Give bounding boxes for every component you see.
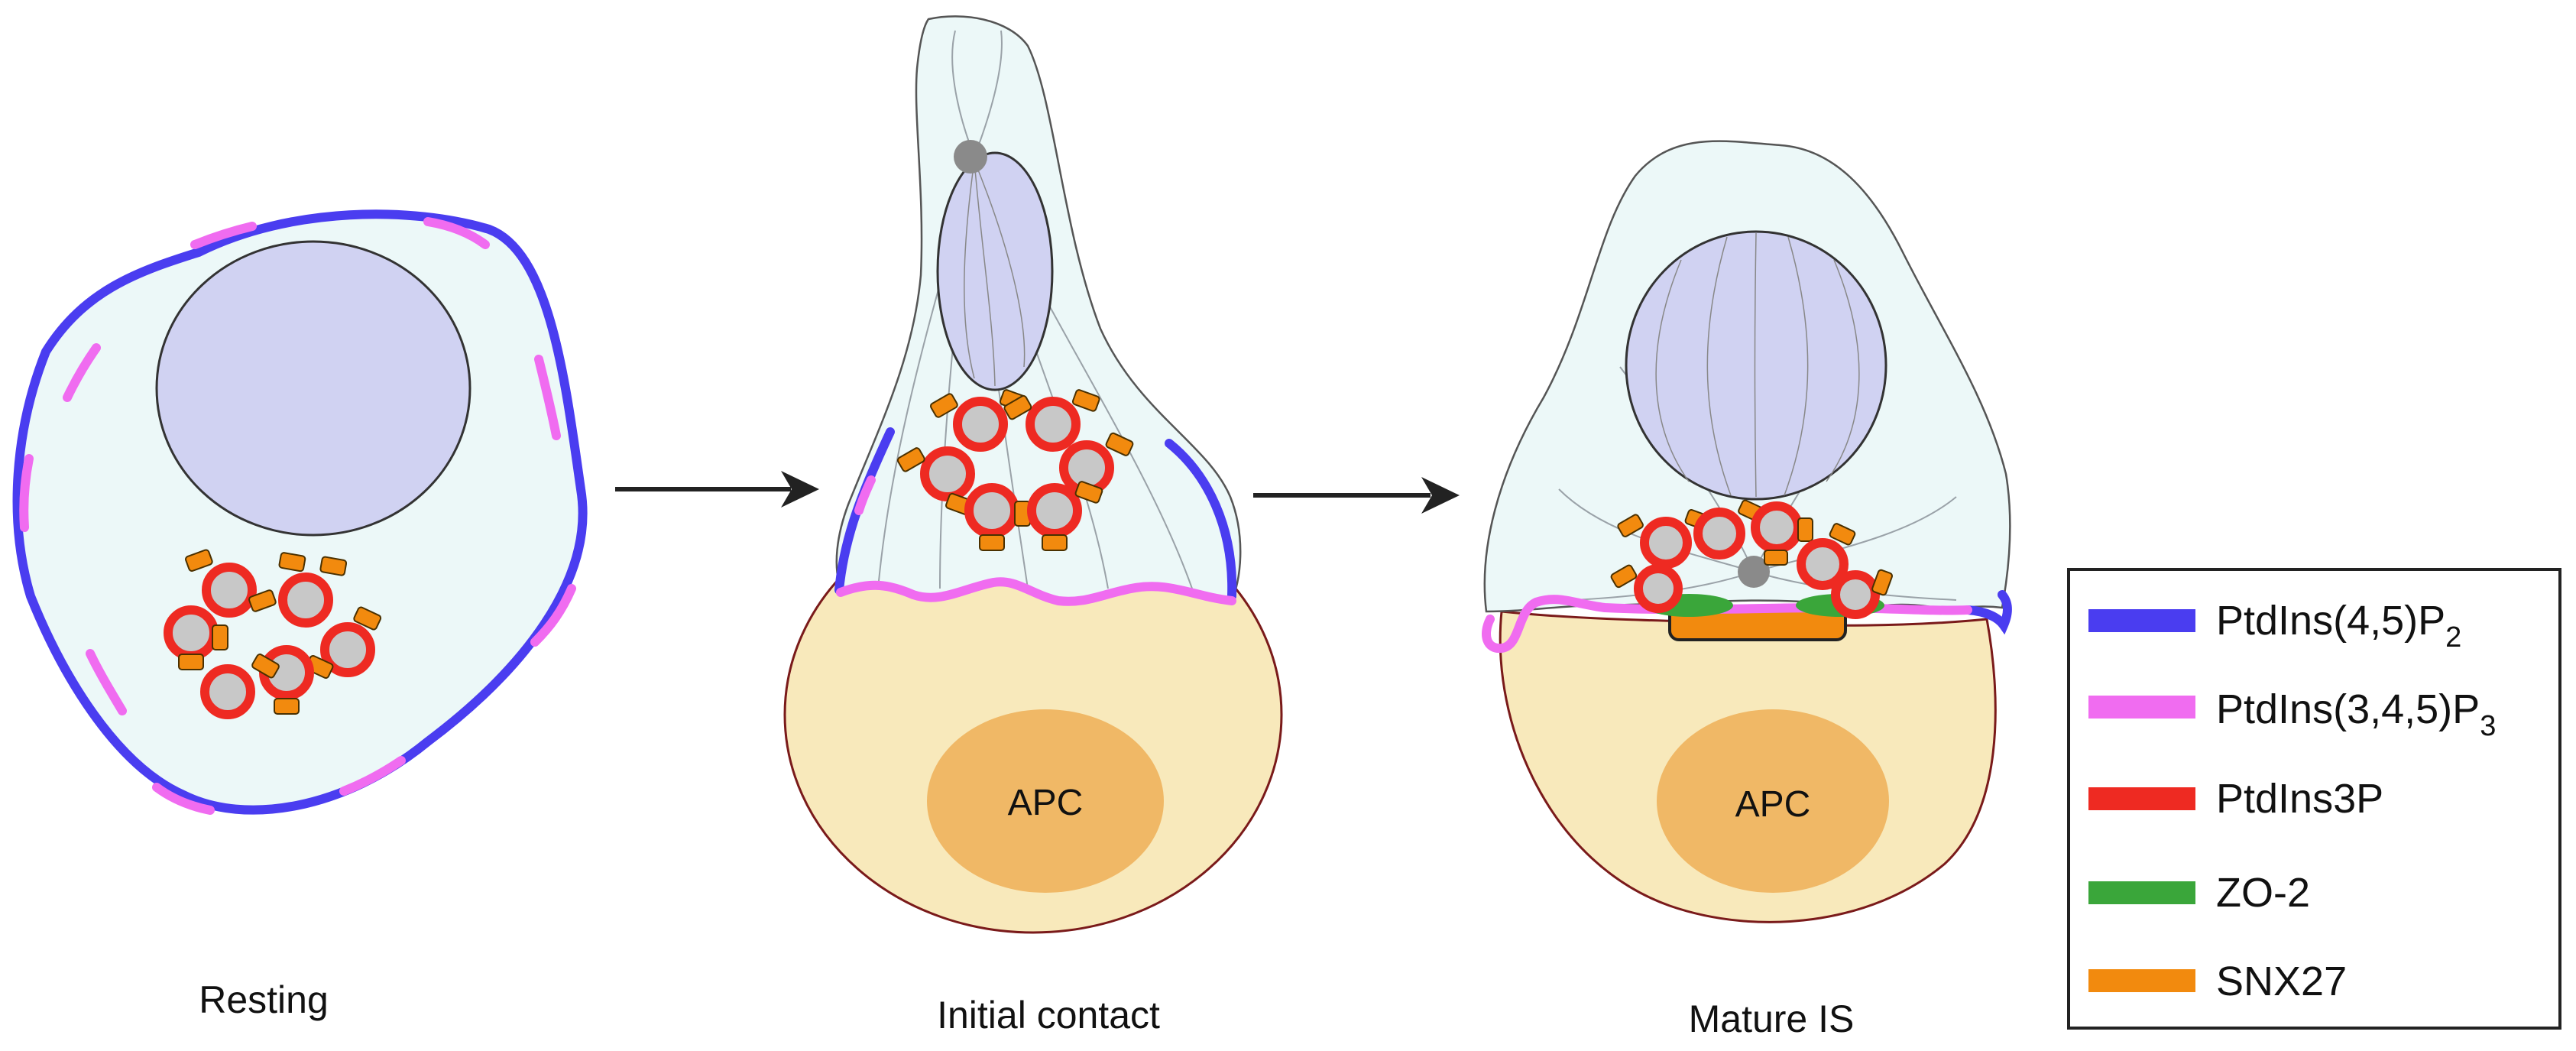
legend-label-zo2: ZO-2	[2216, 870, 2310, 916]
resting-membrane-pip3-patches	[19, 217, 576, 815]
resting-cell	[12, 209, 588, 815]
vesicle	[164, 605, 228, 670]
vesicle	[1003, 389, 1100, 452]
legend-swatch-snx27	[2088, 969, 2195, 992]
svg-text:PtdIns(3,4,5)P3: PtdIns(3,4,5)P3	[2216, 686, 2496, 742]
legend-label-ptdins3p: PtdIns3P	[2216, 776, 2383, 822]
initial-membrane-pip3-patch	[854, 475, 876, 515]
apc-label-initial: APC	[1008, 783, 1084, 823]
initial-nucleus	[936, 151, 1054, 391]
legend-label-pip3: PtdIns(3,4,5)P	[2216, 686, 2480, 732]
mature-is-group: APC	[1482, 140, 2012, 923]
vesicle	[1027, 481, 1103, 551]
stage-label-mature-is: Mature IS	[1689, 997, 1855, 1040]
legend-label-pip2: PtdIns(4,5)P	[2216, 598, 2445, 644]
initial-centrosome	[954, 140, 987, 174]
mature-nucleus-lines	[1655, 232, 1860, 498]
apc-nucleus-mature	[1657, 709, 1889, 893]
vesicle	[185, 549, 277, 618]
vesicle	[1693, 499, 1764, 560]
mature-nucleus	[1625, 230, 1887, 501]
progression-arrow-2	[1253, 477, 1460, 514]
resting-vesicle-cluster	[164, 549, 382, 719]
legend-item-ptdins3p: PtdIns3P	[2088, 776, 2383, 822]
vesicle	[278, 552, 348, 628]
apc-nucleus-initial	[927, 709, 1164, 893]
resting-nucleus	[155, 240, 471, 537]
legend-swatch-zo2	[2088, 881, 2195, 904]
legend-sub-pip2: 2	[2445, 621, 2461, 654]
legend-swatch-ptdins3p	[2088, 787, 2195, 810]
legend-item-zo2: ZO-2	[2088, 870, 2310, 916]
apc-label-mature: APC	[1735, 784, 1811, 825]
vesicle	[1797, 523, 1856, 590]
legend: PtdIns(4,5)P2 PtdIns(3,4,5)P3 PtdIns3P Z…	[2067, 568, 2561, 1030]
vesicle	[1831, 569, 1894, 619]
initial-vesicle-cluster	[896, 389, 1134, 551]
initial-contact-group: APC	[783, 15, 1283, 934]
legend-label-snx27: SNX27	[2216, 959, 2347, 1004]
legend-item-snx27: SNX27	[2088, 959, 2347, 1004]
vesicle	[200, 654, 280, 719]
vesicle	[1751, 501, 1813, 566]
svg-text:PtdIns(4,5)P2: PtdIns(4,5)P2	[2216, 598, 2461, 654]
stage-label-initial-contact: Initial contact	[937, 994, 1160, 1036]
vesicle	[896, 446, 975, 516]
legend-item-pip2: PtdIns(4,5)P2	[2088, 598, 2461, 654]
legend-sub-pip3: 3	[2480, 710, 2496, 742]
mature-membrane-pip2	[1963, 590, 2012, 635]
vesicle	[1610, 564, 1683, 613]
mature-centrosome	[1738, 556, 1770, 588]
legend-item-pip3: PtdIns(3,4,5)P3	[2088, 686, 2496, 742]
vesicle	[305, 606, 382, 679]
stage-label-resting: Resting	[199, 978, 329, 1021]
initial-membrane-pip2-right	[1165, 439, 1237, 601]
vesicle	[964, 483, 1031, 551]
initial-membrane-pip3-contact	[836, 577, 1236, 606]
legend-swatch-pip2	[2088, 609, 2195, 632]
legend-swatch-pip3	[2088, 696, 2195, 719]
initial-nucleus-lines	[964, 160, 1026, 387]
progression-arrow-1	[615, 471, 819, 508]
mature-vesicle-cluster	[1610, 499, 1894, 619]
